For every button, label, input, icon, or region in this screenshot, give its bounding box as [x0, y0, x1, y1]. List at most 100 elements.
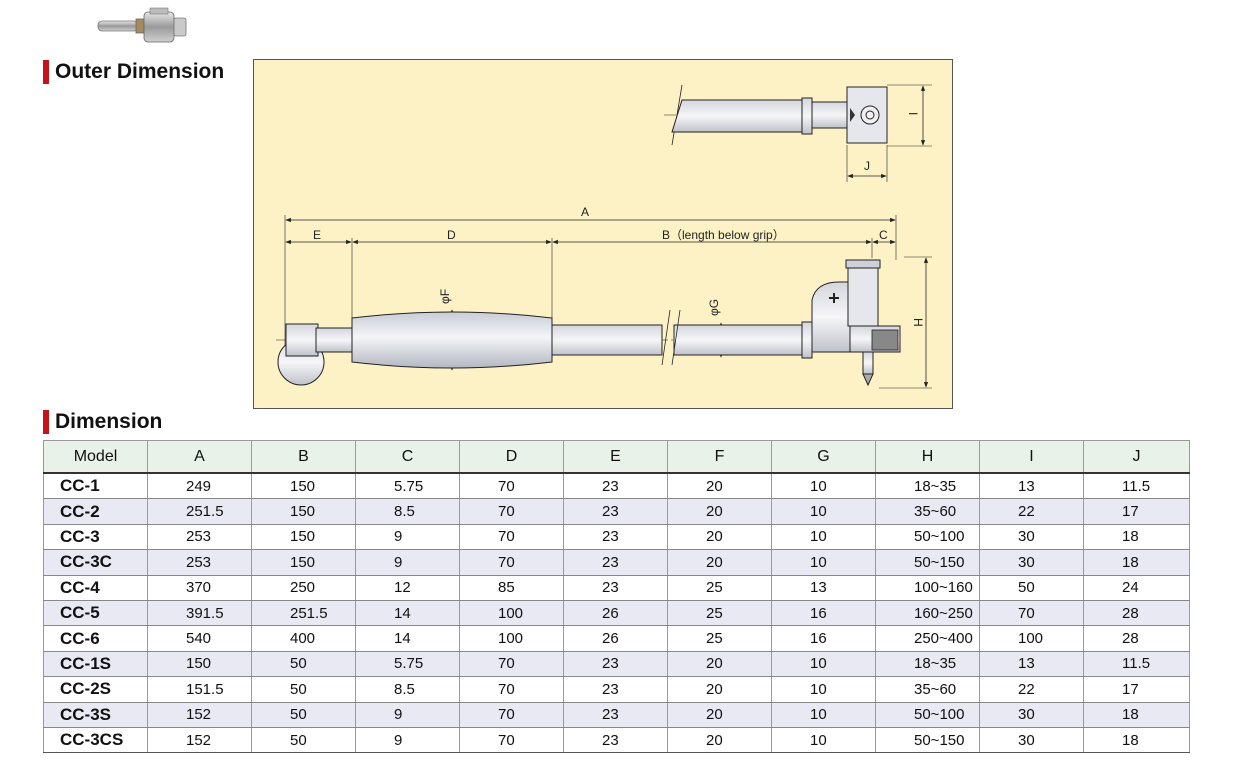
value-cell: 18~35 — [875, 473, 980, 500]
value-cell: 28 — [1083, 600, 1190, 627]
value-cell: 152 — [147, 727, 252, 754]
value-cell: 18 — [1083, 702, 1190, 728]
value-cell: 20 — [667, 473, 772, 500]
value-cell: 249 — [147, 473, 252, 500]
heading-accent-bar — [43, 410, 49, 434]
value-cell: 50~100 — [875, 702, 980, 728]
value-cell: 8.5 — [355, 498, 460, 525]
value-cell: 23 — [563, 498, 668, 525]
value-cell: 150 — [147, 651, 252, 678]
value-cell: 17 — [1083, 498, 1190, 525]
value-cell: 18 — [1083, 524, 1190, 551]
table-header-row: Model A B C D E F G H I J — [43, 440, 1190, 474]
value-cell: 16 — [771, 625, 876, 652]
model-cell: CC-3CS — [43, 727, 148, 754]
value-cell: 70 — [459, 702, 564, 728]
value-cell: 9 — [355, 524, 460, 551]
value-cell: 391.5 — [147, 600, 252, 627]
model-cell: CC-2 — [43, 498, 148, 525]
value-cell: 9 — [355, 702, 460, 728]
value-cell: 50 — [251, 727, 356, 754]
value-cell: 18 — [1083, 549, 1190, 576]
heading-accent-bar — [43, 60, 49, 84]
value-cell: 30 — [979, 702, 1084, 728]
value-cell: 9 — [355, 549, 460, 576]
value-cell: 16 — [771, 600, 876, 627]
value-cell: 250 — [251, 575, 356, 601]
value-cell: 35~60 — [875, 676, 980, 703]
value-cell: 70 — [459, 524, 564, 551]
value-cell: 10 — [771, 702, 876, 728]
column-header: J — [1083, 440, 1190, 474]
value-cell: 12 — [355, 575, 460, 601]
value-cell: 10 — [771, 473, 876, 500]
top-view-detail: I J — [664, 84, 932, 182]
value-cell: 20 — [667, 498, 772, 525]
column-header: E — [563, 440, 668, 474]
column-header: F — [667, 440, 772, 474]
label-D: D — [447, 228, 456, 242]
label-B: B（length below grip） — [662, 228, 785, 242]
value-cell: 8.5 — [355, 676, 460, 703]
value-cell: 13 — [979, 651, 1084, 678]
value-cell: 400 — [251, 625, 356, 652]
value-cell: 22 — [979, 498, 1084, 525]
model-cell: CC-1 — [43, 473, 148, 500]
value-cell: 23 — [563, 676, 668, 703]
value-cell: 10 — [771, 651, 876, 678]
value-cell: 160~250 — [875, 600, 980, 627]
value-cell: 18 — [1083, 727, 1190, 754]
value-cell: 28 — [1083, 625, 1190, 652]
value-cell: 30 — [979, 524, 1084, 551]
value-cell: 150 — [251, 524, 356, 551]
value-cell: 10 — [771, 676, 876, 703]
label-G: φG — [707, 299, 721, 316]
label-F: φF — [438, 289, 452, 304]
value-cell: 30 — [979, 727, 1084, 754]
value-cell: 10 — [771, 727, 876, 754]
model-cell: CC-4 — [43, 575, 148, 601]
model-cell: CC-1S — [43, 651, 148, 678]
value-cell: 13 — [771, 575, 876, 601]
value-cell: 26 — [563, 600, 668, 627]
value-cell: 20 — [667, 651, 772, 678]
main-view-dimensions: A E D B（length below grip） C H φF φG — [284, 205, 932, 389]
column-header: B — [251, 440, 356, 474]
column-header: H — [875, 440, 980, 474]
value-cell: 100 — [979, 625, 1084, 652]
value-cell: 25 — [667, 600, 772, 627]
value-cell: 85 — [459, 575, 564, 601]
value-cell: 25 — [667, 625, 772, 652]
value-cell: 23 — [563, 473, 668, 500]
model-cell: CC-3C — [43, 549, 148, 576]
value-cell: 23 — [563, 575, 668, 601]
model-cell: CC-5 — [43, 600, 148, 627]
value-cell: 50 — [251, 676, 356, 703]
value-cell: 14 — [355, 625, 460, 652]
value-cell: 50 — [251, 651, 356, 678]
value-cell: 100 — [459, 625, 564, 652]
column-header: D — [459, 440, 564, 474]
outer-dimension-heading: Outer Dimension — [43, 60, 224, 84]
value-cell: 50~100 — [875, 524, 980, 551]
dimension-drawing: I J A E D B（length below grip） C — [276, 84, 932, 389]
value-cell: 10 — [771, 549, 876, 576]
value-cell: 100 — [459, 600, 564, 627]
value-cell: 151.5 — [147, 676, 252, 703]
value-cell: 23 — [563, 651, 668, 678]
value-cell: 250~400 — [875, 625, 980, 652]
value-cell: 5.75 — [355, 651, 460, 678]
value-cell: 5.75 — [355, 473, 460, 500]
value-cell: 25 — [667, 575, 772, 601]
value-cell: 24 — [1083, 575, 1190, 601]
value-cell: 22 — [979, 676, 1084, 703]
outer-dimension-title: Outer Dimension — [55, 60, 225, 83]
main-tool-drawing — [276, 259, 901, 387]
column-header: C — [355, 440, 460, 474]
value-cell: 253 — [147, 524, 252, 551]
